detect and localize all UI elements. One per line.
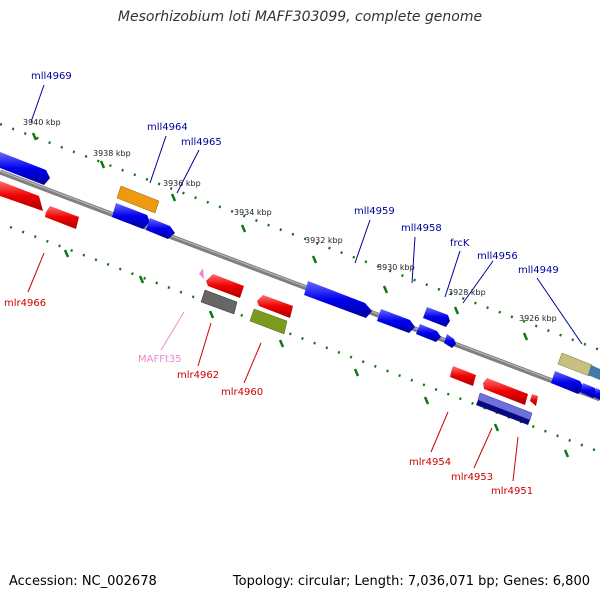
gene-label: mll4969 [31,71,72,82]
gene-label: mlr4953 [451,472,493,483]
accession-label: Accession: NC_002678 [9,574,157,589]
gene-feature [112,203,150,229]
minus-strand-genes [0,181,538,425]
gene-label: mll4965 [181,137,222,148]
genome-title: Mesorhizobium loti MAFF303099, complete … [117,9,483,25]
gene-feature [476,400,530,425]
kbp-label: 3926 kbp [519,314,557,323]
kbp-label: 3932 kbp [305,236,343,245]
kbp-label: 3938 kbp [93,149,131,158]
gene-feature [594,388,600,400]
gene-feature [257,295,293,318]
gene-label: mlr4962 [177,370,219,381]
gene-feature [483,378,528,405]
gene-feature [304,281,372,318]
gene-feature [200,289,238,315]
gene-label: mlr4954 [409,457,451,468]
genome-backbone [0,169,600,402]
gene-feature [199,268,204,279]
gene-feature [557,352,593,377]
gene-label: mlr4960 [221,387,263,398]
kbp-label: 3940 kbp [23,118,61,127]
gene-feature [377,309,415,333]
gene-feature [416,324,441,342]
kbp-label: 3928 kbp [448,288,486,297]
gene-label: mlr4951 [491,486,533,497]
gene-feature [0,152,50,185]
gene-label: mll4956 [477,251,518,262]
gene-feature [206,274,244,298]
gene-feature [249,308,288,335]
gene-label: mll4964 [147,122,188,133]
plus-strand-genes [0,152,600,400]
gene-feature [588,365,600,380]
gene-feature [116,185,160,214]
gene-feature [45,206,79,229]
gene-label: mll4959 [354,206,395,217]
major-ticks [31,132,570,458]
gene-feature [551,371,584,394]
gene-feature [146,218,175,239]
tick-track-inner [9,225,600,454]
gene-feature [0,181,43,211]
gene-feature [450,366,476,386]
gene-label: mlr4966 [4,298,46,309]
gene-label: MAFFt35 [138,354,182,365]
genome-summary: Topology: circular; Length: 7,036,071 bp… [232,574,590,589]
gene-label: mll4949 [518,265,559,276]
gene-feature [423,307,450,327]
leader-lines [27,84,583,482]
tick-track-outer [0,122,600,352]
gene-label: mll4958 [401,223,442,234]
gene-feature [580,383,597,398]
gene-feature [530,394,538,406]
kbp-label: 3934 kbp [234,208,272,217]
kbp-label: 3930 kbp [377,263,415,272]
gene-feature [444,334,456,348]
gene-label: frcK [450,238,470,249]
